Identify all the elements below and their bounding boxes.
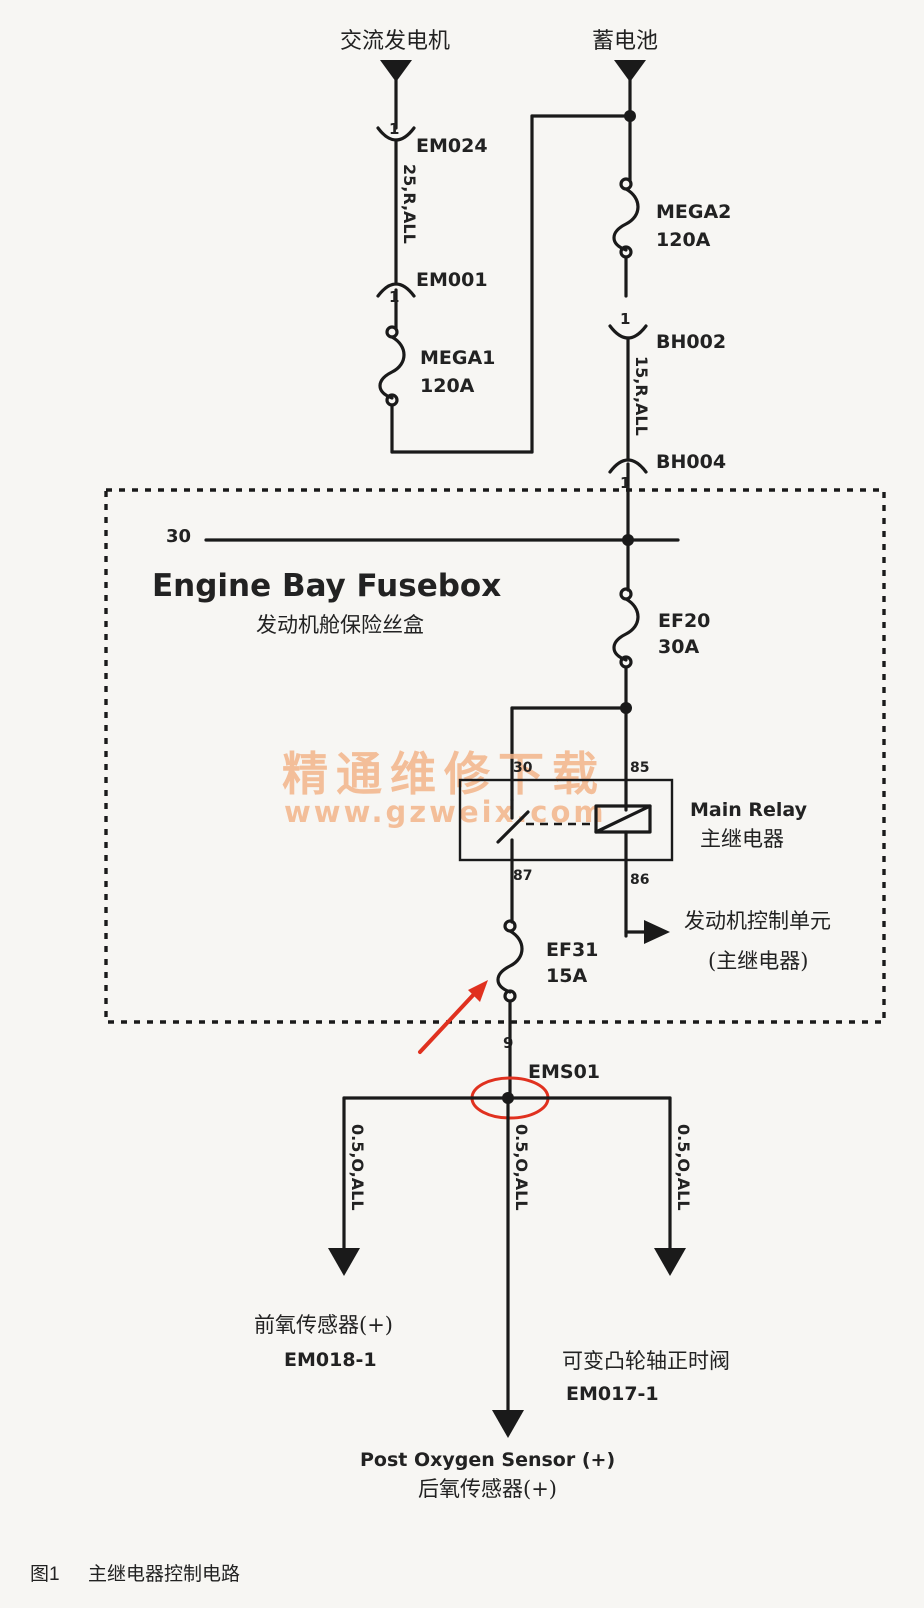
relay-pin-86: 86 bbox=[630, 872, 649, 888]
fuse-ef31 bbox=[496, 919, 524, 1042]
connector-bh002-label: BH002 bbox=[656, 331, 726, 353]
bus-30-label: 30 bbox=[166, 526, 191, 547]
post-o2-label-cn: 后氧传感器(+) bbox=[418, 1477, 557, 1501]
connector-bh004-symbol bbox=[608, 458, 648, 474]
front-o2-arrow bbox=[328, 1248, 360, 1276]
fuse-ef20-rating: 30A bbox=[658, 636, 699, 658]
ecu-label-line1: 发动机控制单元 bbox=[684, 909, 831, 933]
connector-em001-symbol bbox=[376, 282, 416, 298]
wire-vvt-label: 0.5,O,ALL bbox=[674, 1124, 693, 1211]
relay-name: Main Relay bbox=[690, 799, 808, 821]
fusebox-title: Engine Bay Fusebox bbox=[152, 568, 501, 604]
battery-label: 蓄电池 bbox=[592, 29, 658, 54]
ecu-arrow bbox=[644, 920, 670, 944]
battery-source-symbol bbox=[614, 60, 646, 82]
fuse-ef31-rating: 15A bbox=[546, 965, 587, 987]
highlight-arrow bbox=[418, 980, 488, 1054]
fusebox-subtitle: 发动机舱保险丝盒 bbox=[256, 613, 424, 637]
fuse-ef20-name: EF20 bbox=[658, 610, 710, 632]
connector-ems01-pin: 9 bbox=[503, 1034, 513, 1052]
fusebox-boundary bbox=[104, 488, 886, 1024]
watermark-line2: www.gzweix.com bbox=[284, 795, 607, 829]
figure-number: 图1 bbox=[30, 1564, 60, 1585]
connector-em024-pin: 1 bbox=[389, 120, 399, 138]
relay-pin-30: 30 bbox=[513, 760, 533, 776]
front-o2-label-cn: 前氧传感器(+) bbox=[254, 1313, 393, 1337]
connector-bh004-label: BH004 bbox=[656, 451, 726, 473]
wire-25-r-all-label: 25,R,ALL bbox=[400, 164, 419, 244]
fuse-mega1-rating: 120A bbox=[420, 375, 475, 397]
post-o2-label-en: Post Oxygen Sensor (+) bbox=[360, 1449, 615, 1471]
vvt-arrow bbox=[654, 1248, 686, 1276]
fuse-mega1-symbol bbox=[378, 335, 406, 400]
wire-post-o2-label: 0.5,O,ALL bbox=[512, 1124, 531, 1211]
fuse-ef31-name: EF31 bbox=[546, 939, 598, 961]
connector-ems01-label: EMS01 bbox=[528, 1061, 600, 1083]
vvt-label-cn: 可变凸轮轴正时阀 bbox=[562, 1349, 730, 1373]
connector-em001-label: EM001 bbox=[416, 269, 488, 291]
connector-em001-pin: 1 bbox=[389, 288, 399, 306]
fuse-mega2-rating: 120A bbox=[656, 229, 711, 251]
fuse-ef20 bbox=[612, 587, 640, 710]
connector-em024-label: EM024 bbox=[416, 135, 488, 157]
front-o2-code: EM018-1 bbox=[284, 1349, 377, 1371]
fuse-mega2-name: MEGA2 bbox=[656, 201, 731, 223]
relay-pin-85: 85 bbox=[630, 760, 649, 776]
alternator-branch bbox=[376, 78, 632, 454]
figure-caption: 主继电器控制电路 bbox=[88, 1563, 240, 1585]
relay-name-cn: 主继电器 bbox=[700, 827, 784, 851]
ecu-label-line2: (主继电器) bbox=[708, 949, 808, 973]
vvt-code: EM017-1 bbox=[566, 1383, 659, 1405]
fuse-mega1-name: MEGA1 bbox=[420, 347, 495, 369]
battery-branch bbox=[608, 78, 648, 592]
relay-contact bbox=[496, 810, 530, 844]
wire-front-o2-label: 0.5,O,ALL bbox=[348, 1124, 367, 1211]
alternator-label: 交流发电机 bbox=[340, 29, 450, 54]
watermark-line1: 精通维修下载 bbox=[282, 747, 606, 801]
relay-coil bbox=[594, 804, 652, 834]
wire-15-r-all-label: 15,R,ALL bbox=[632, 356, 651, 436]
bus-30-splice-dot bbox=[622, 534, 634, 546]
post-o2-arrow bbox=[492, 1410, 524, 1438]
fuse-mega2-symbol bbox=[612, 187, 640, 252]
battery-splice-dot bbox=[624, 110, 636, 122]
alternator-source-symbol bbox=[380, 60, 412, 82]
connector-bh002-pin: 1 bbox=[620, 310, 630, 328]
connector-bh004-pin: 1 bbox=[620, 474, 630, 492]
main-relay bbox=[458, 778, 674, 938]
relay-pin-87: 87 bbox=[513, 868, 532, 884]
